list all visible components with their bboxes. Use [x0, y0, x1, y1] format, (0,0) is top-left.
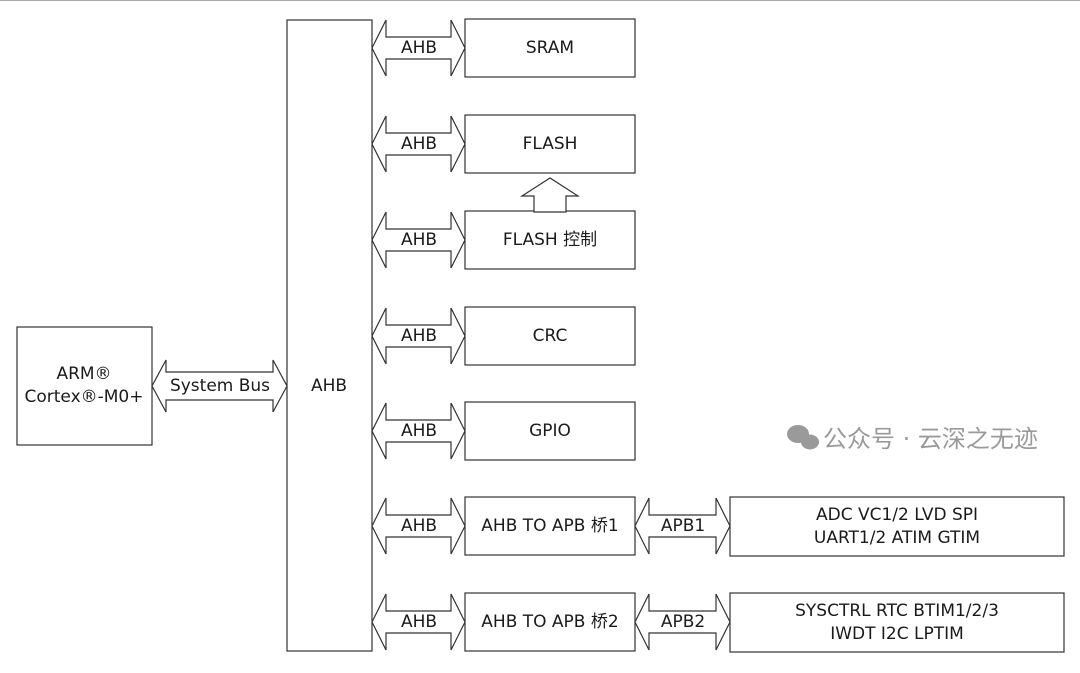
ahb-arrow-label: AHB	[401, 134, 437, 154]
apb-arrow-label: APB1	[661, 516, 705, 536]
ahb-bus-label: AHB	[311, 376, 347, 396]
peripheral-label: AHB TO APB 桥2	[481, 612, 618, 632]
ahb-arrow-label: AHB	[401, 38, 437, 58]
cpu-box	[16, 326, 153, 446]
cpu-label-line2: Cortex®-M0+	[24, 387, 143, 407]
watermark-text: 公众号 · 云深之无迹	[823, 425, 1038, 453]
watermark: 公众号 · 云深之无迹	[787, 425, 1038, 453]
peripheral-box	[464, 401, 636, 461]
apb-peripheral-box	[729, 496, 1065, 557]
peripheral-label: FLASH 控制	[503, 230, 597, 250]
peripheral-box	[464, 306, 636, 366]
apb-peripherals-line2: UART1/2 ATIM GTIM	[814, 528, 980, 548]
wechat-icon	[787, 425, 819, 450]
ahb-arrow-label: AHB	[401, 421, 437, 441]
ahb-arrow-label: AHB	[401, 326, 437, 346]
peripheral-box	[464, 114, 636, 174]
peripheral-label: FLASH	[523, 134, 578, 154]
ahb-bus-bar	[286, 19, 373, 652]
ahb-arrow-label: AHB	[401, 612, 437, 632]
ahb-arrow-label: AHB	[401, 230, 437, 250]
apb-peripherals-line2: IWDT I2C LPTIM	[830, 624, 964, 644]
ahb-arrow-label: AHB	[401, 516, 437, 536]
apb-peripherals-line1: ADC VC1/2 LVD SPI	[816, 505, 978, 525]
peripheral-box	[464, 496, 636, 556]
apb-peripheral-box	[729, 592, 1065, 653]
cpu-label-line1: ARM®	[56, 364, 111, 384]
system-bus-label: System Bus	[170, 376, 270, 396]
peripheral-label: CRC	[533, 326, 568, 346]
peripheral-box	[464, 592, 636, 652]
peripheral-label: SRAM	[526, 38, 574, 58]
peripheral-label: GPIO	[529, 421, 571, 441]
peripheral-label: AHB TO APB 桥1	[481, 516, 618, 536]
flash-control-to-flash-arrow	[519, 177, 581, 213]
apb-peripherals-line1: SYSCTRL RTC BTIM1/2/3	[795, 601, 999, 621]
peripheral-box	[464, 18, 636, 78]
apb-arrow-label: APB2	[661, 612, 705, 632]
